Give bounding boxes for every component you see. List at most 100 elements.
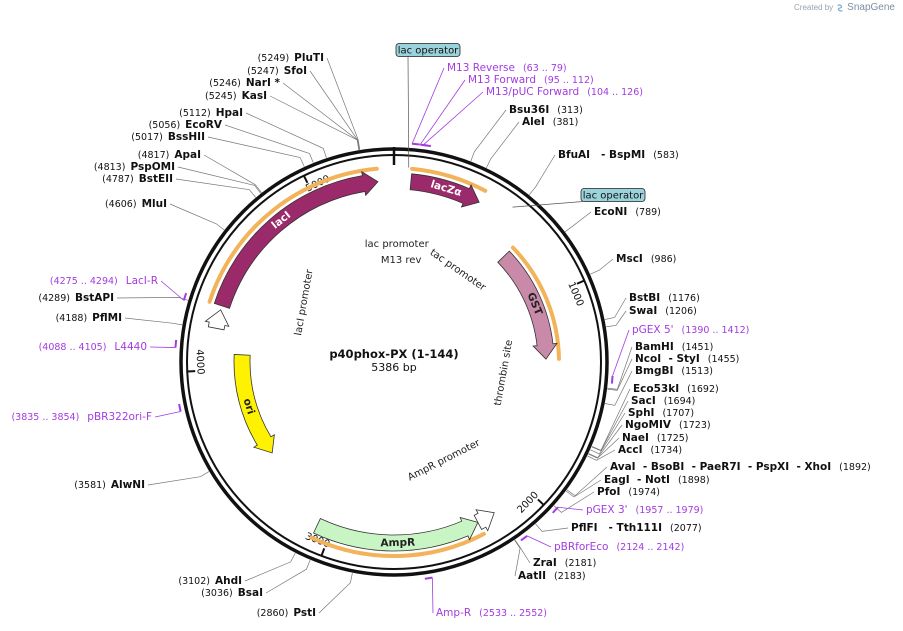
restriction-site[interactable]: PluTI(5249) xyxy=(258,52,324,64)
restriction-site-position: (986) xyxy=(651,254,677,265)
restriction-site[interactable]: ApaI (4817) xyxy=(138,149,201,161)
primer[interactable]: pBRforEco(2124 .. 2142) xyxy=(520,535,684,553)
restriction-site-position: (4188) xyxy=(56,313,88,324)
primer[interactable]: M13 Reverse(63 .. 79) xyxy=(411,62,567,146)
restriction-site[interactable]: BamHI(1451) xyxy=(635,341,713,353)
feature-AmpR: AmpR xyxy=(309,516,486,558)
restriction-site-leader xyxy=(224,124,314,163)
restriction-site[interactable]: AvaI - BsoBI - PaeR7I - PspXI - XhoI (189… xyxy=(610,461,871,473)
restriction-site-leader xyxy=(588,437,620,459)
restriction-site[interactable]: EcoNI(789) xyxy=(594,206,661,218)
restriction-site-position: (1734) xyxy=(650,445,682,456)
restriction-site[interactable]: BmgBI(1513) xyxy=(635,365,713,377)
restriction-site[interactable]: MluI(4606) xyxy=(105,198,167,210)
restriction-site-name: NcoI - StyI xyxy=(635,353,700,365)
restriction-site[interactable]: AccI(1734) xyxy=(618,444,682,456)
restriction-site-leader xyxy=(566,466,608,497)
restriction-site[interactable]: BstBI(1176) xyxy=(629,292,700,304)
restriction-site[interactable]: NarI *(5246) xyxy=(209,77,280,89)
restriction-site[interactable]: AatII(2183) xyxy=(518,570,586,582)
restriction-site-leader xyxy=(470,109,507,162)
restriction-site-position: (3102) xyxy=(178,576,210,587)
restriction-site-leader xyxy=(587,449,616,461)
restriction-site[interactable]: Eco53kI(1692) xyxy=(633,383,719,395)
restriction-site[interactable]: AhdI(3102) xyxy=(178,575,242,587)
primer[interactable]: pGEX 3'(1957 .. 1979) xyxy=(551,504,704,516)
restriction-site[interactable]: MscI(986) xyxy=(616,253,676,265)
primer[interactable]: L4440(4088 .. 4105) xyxy=(39,339,178,353)
restriction-site[interactable]: PfoI(1974) xyxy=(597,486,660,498)
restriction-site[interactable]: AleI(381) xyxy=(522,116,578,128)
restriction-site[interactable]: NcoI - StyI(1455) xyxy=(635,353,739,365)
restriction-site-leader xyxy=(326,57,361,150)
restriction-site-position: (1892) xyxy=(839,462,871,473)
restriction-site-position: (5112) xyxy=(179,108,211,119)
primer-leader xyxy=(160,280,185,301)
restriction-site-name: HpaI xyxy=(216,107,243,119)
restriction-site-position: (5056) xyxy=(149,120,181,131)
primer-name: M13/pUC Forward xyxy=(486,86,579,98)
restriction-site[interactable]: BsaI(3036) xyxy=(201,587,263,599)
ruler-tick xyxy=(537,498,545,506)
restriction-site[interactable]: EcoRV(5056) xyxy=(149,119,223,131)
restriction-site-leader xyxy=(535,523,569,532)
primer-leader xyxy=(612,329,630,377)
feature-GST: GST xyxy=(497,245,561,361)
feature-AmpR-label: AmpR xyxy=(380,537,415,550)
restriction-site-leader xyxy=(269,95,360,150)
restriction-site[interactable]: SphI(1707) xyxy=(628,407,694,419)
restriction-site[interactable]: BstEII(4787) xyxy=(102,173,173,185)
feature-lacI-band xyxy=(207,166,379,304)
feature-lacZa-arrow xyxy=(409,173,480,208)
primer-leader xyxy=(419,79,466,145)
restriction-site[interactable]: BfuAI - BspMI(583) xyxy=(558,149,679,161)
primer-leader xyxy=(423,91,484,146)
restriction-site[interactable]: AlwNI(3581) xyxy=(74,479,145,491)
restriction-site[interactable]: ZraI(2181) xyxy=(533,557,596,569)
restriction-site[interactable]: SwaI(1206) xyxy=(629,305,697,317)
restriction-site[interactable]: PflMI(4188) xyxy=(56,312,122,324)
restriction-site[interactable]: BssHII(5017) xyxy=(131,131,205,143)
restriction-site-name: BmgBI xyxy=(635,365,673,377)
restriction-site-leader xyxy=(565,479,602,498)
restriction-site-position: (3036) xyxy=(201,588,233,599)
restriction-site-name: AvaI - BsoBI - PaeR7I - PspXI - XhoI xyxy=(610,461,831,473)
lac-operator-leader xyxy=(407,56,410,168)
primer-range: (1390 .. 1412) xyxy=(682,325,750,336)
lac-operator-rect xyxy=(580,188,646,202)
primer-range: (4275 .. 4294) xyxy=(50,276,118,287)
restriction-site[interactable]: NgoMIV(1723) xyxy=(625,419,711,431)
restriction-site[interactable]: PspOMI(4813) xyxy=(94,161,175,173)
plasmid-length: 5386 bp xyxy=(371,361,416,374)
primer[interactable]: LacI-R(4275 .. 4294) xyxy=(50,275,188,301)
primer[interactable]: pGEX 5'(1390 .. 1412) xyxy=(610,324,750,384)
restriction-site-position: (2183) xyxy=(554,571,586,582)
restriction-site[interactable]: KasI(5245) xyxy=(205,90,267,102)
restriction-site[interactable]: HpaI (5112) xyxy=(179,107,243,119)
restriction-site-leader xyxy=(607,358,633,391)
primer-leader xyxy=(431,577,434,614)
primer[interactable]: Amp-R(2533 .. 2552) xyxy=(424,576,547,619)
restriction-site-name: PfoI xyxy=(597,486,620,498)
primer-leader xyxy=(557,506,584,511)
restriction-site[interactable]: PstI(2860) xyxy=(257,607,316,619)
restriction-site[interactable]: BstAPI(4289) xyxy=(38,292,114,304)
restriction-site-leader xyxy=(116,297,189,301)
restriction-site-name: MluI xyxy=(142,198,167,210)
restriction-site[interactable]: EagI - NotI(1898) xyxy=(604,474,710,486)
restriction-site[interactable]: NaeI(1725) xyxy=(622,432,689,444)
primer[interactable]: pBR322ori-F(3835 .. 3854) xyxy=(11,403,182,423)
restriction-site-position: (4817) xyxy=(138,150,170,161)
primer-range: (4088 .. 4105) xyxy=(39,342,107,353)
restriction-site[interactable]: Bsu36I(313) xyxy=(509,104,583,116)
primer[interactable]: M13/pUC Forward(104 .. 126) xyxy=(423,86,643,148)
restriction-site[interactable]: SacI(1694) xyxy=(631,395,695,407)
restriction-site-name: ApaI xyxy=(174,149,201,161)
restriction-site-name: SwaI xyxy=(629,305,657,317)
restriction-site-leader xyxy=(244,552,296,582)
restriction-site[interactable]: PflFI - Tth111I(2077) xyxy=(571,522,702,534)
ruler-tick xyxy=(320,548,326,557)
restriction-site[interactable]: SfoI(5247) xyxy=(247,65,307,77)
